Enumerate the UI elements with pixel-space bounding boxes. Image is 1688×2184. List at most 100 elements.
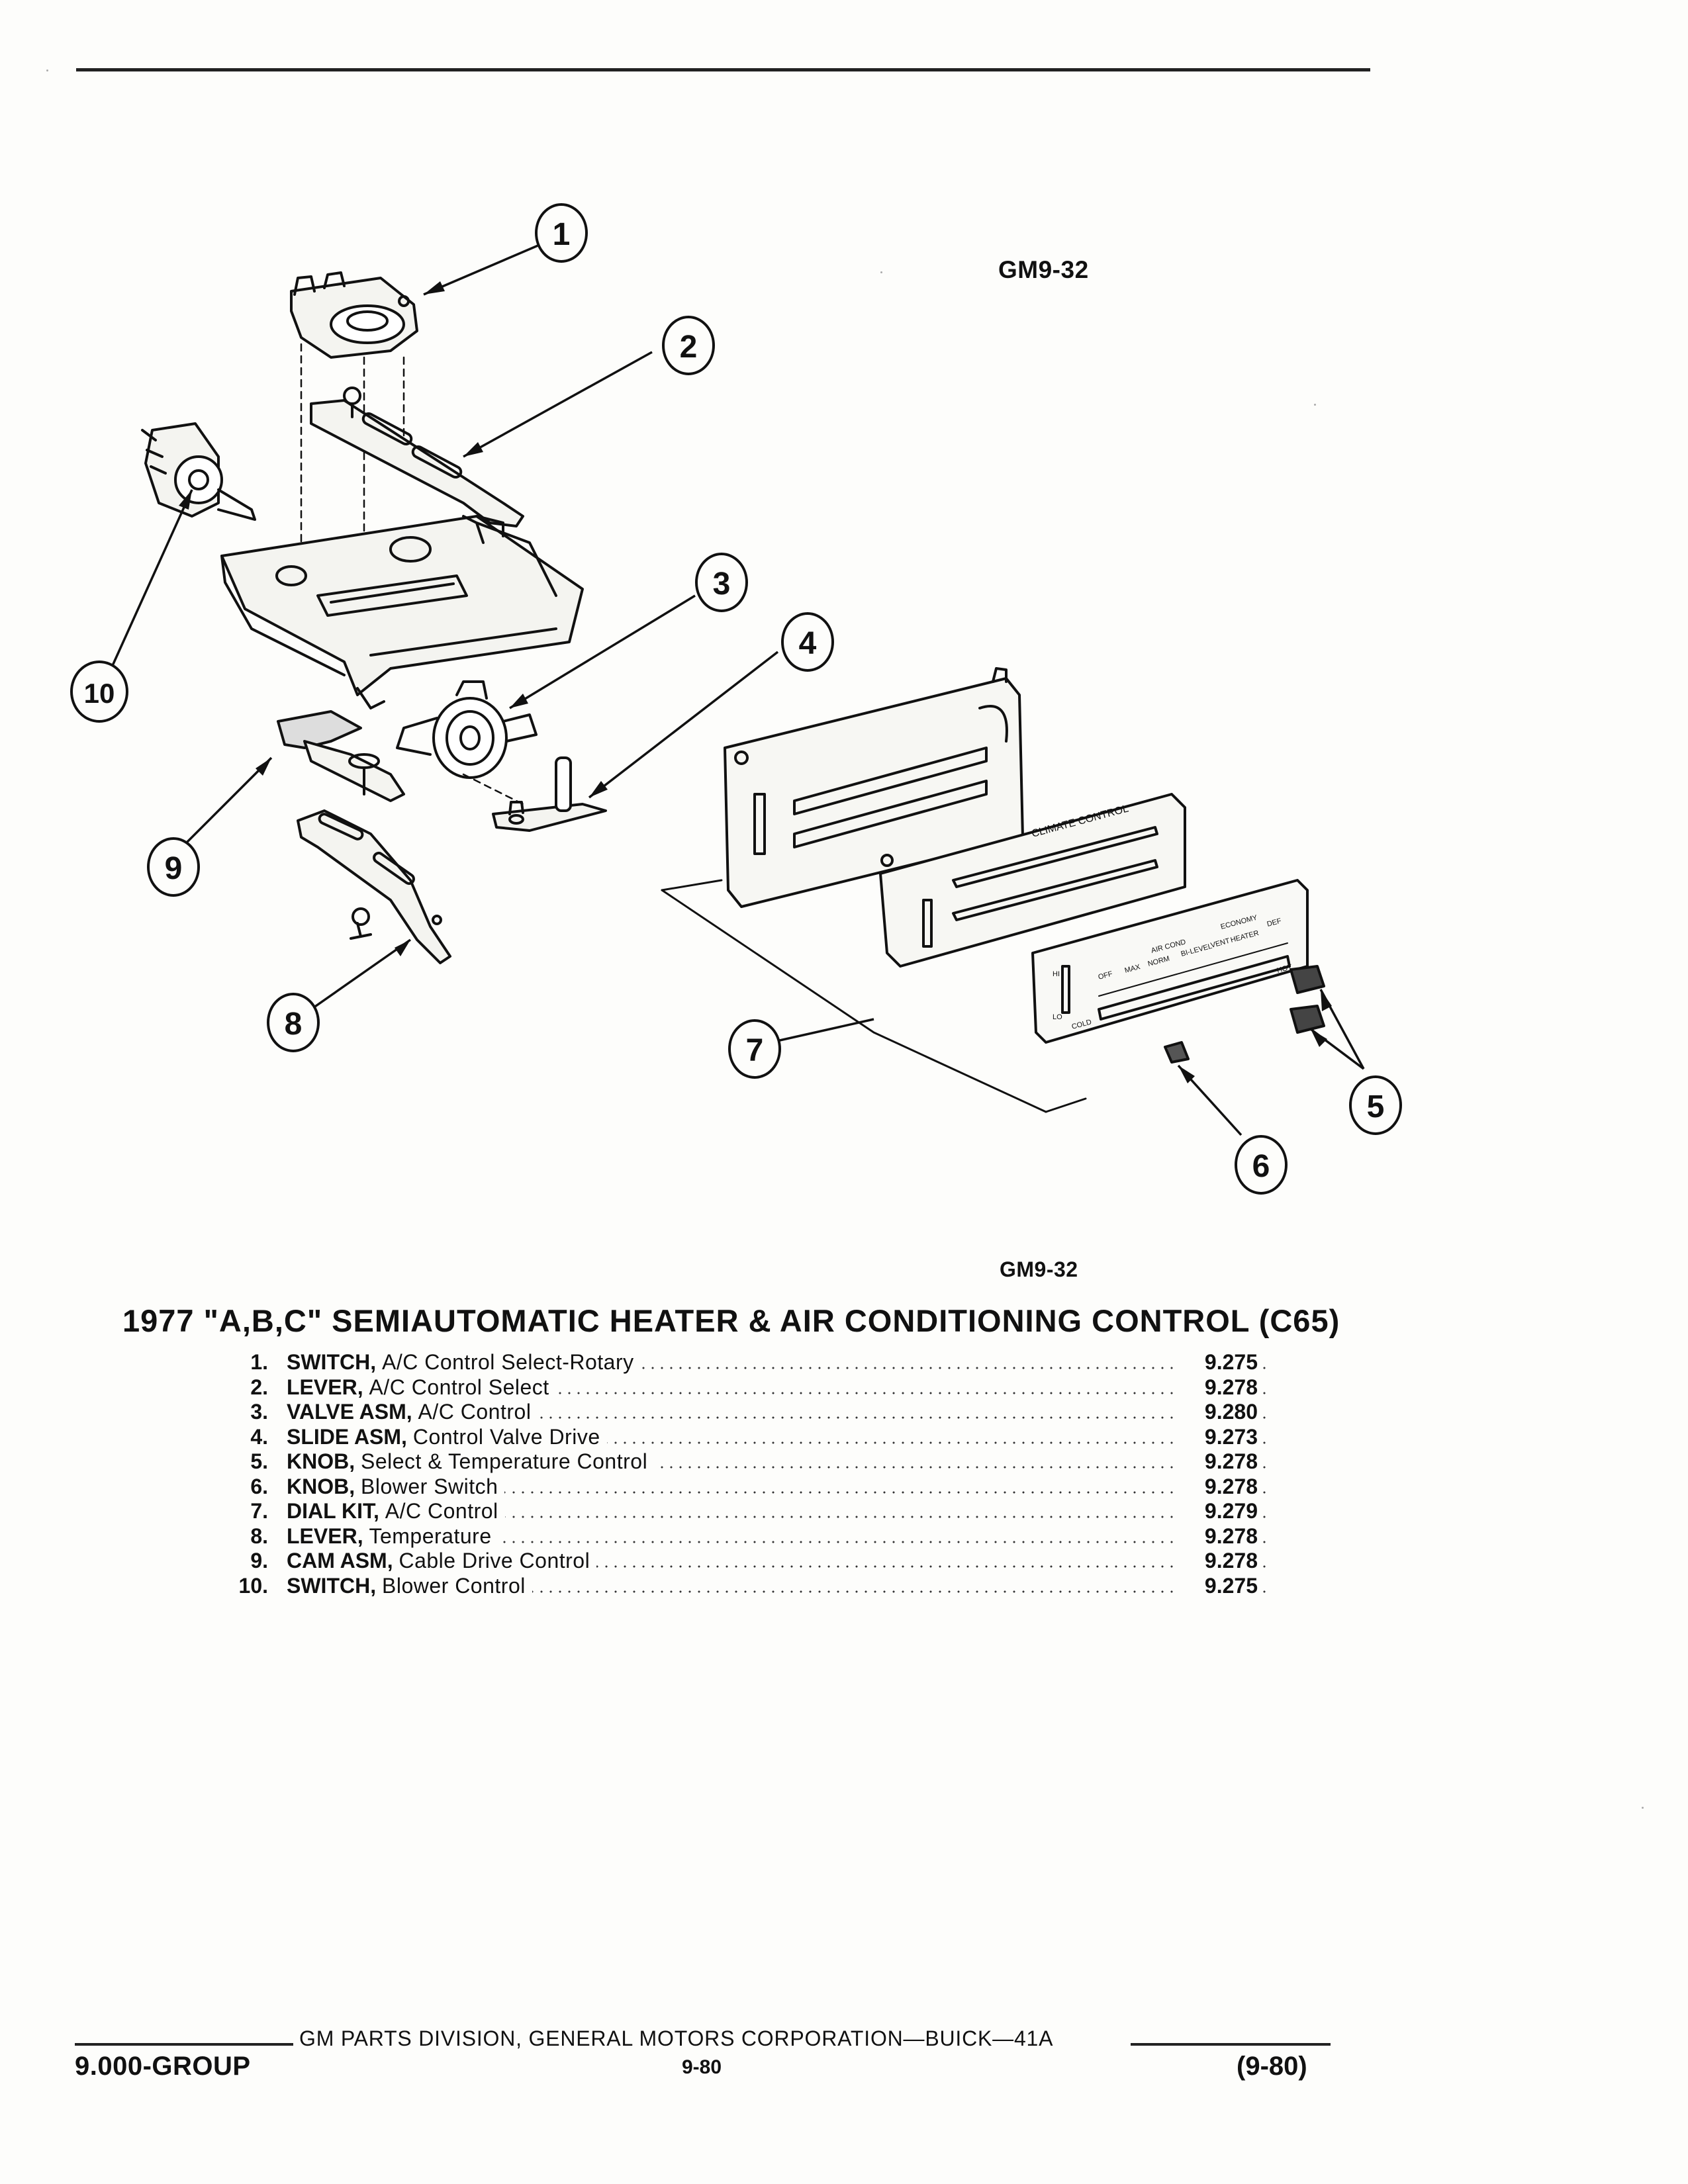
part-entry: SLIDE ASM, Control Valve Drive bbox=[287, 1424, 1266, 1449]
dot-leader bbox=[287, 1441, 1266, 1444]
part-number: 9. bbox=[250, 1549, 268, 1572]
part-name: LEVER, bbox=[287, 1375, 363, 1399]
footer-rule-left bbox=[75, 2043, 293, 2046]
part-description: A/C Control Select bbox=[369, 1375, 549, 1399]
exploded-parts-diagram: CLIMATE CONTROL OFF MAX NORM AIR COND BI… bbox=[70, 203, 1402, 1195]
part-description-group: VALVE ASM, A/C Control bbox=[287, 1400, 538, 1425]
part-number: 10. bbox=[238, 1573, 268, 1598]
footer-rule-right bbox=[1131, 2043, 1331, 2046]
svg-text:6: 6 bbox=[1252, 1149, 1270, 1184]
part-number: 2. bbox=[250, 1375, 268, 1399]
svg-text:5: 5 bbox=[1367, 1089, 1385, 1124]
part-6-blower-switch-knob bbox=[1164, 1041, 1190, 1064]
dot-leader bbox=[287, 1466, 1266, 1469]
part-reference-number: 9.278 bbox=[1178, 1474, 1258, 1499]
part-reference-number: 9.273 bbox=[1178, 1424, 1258, 1449]
part-4-control-valve-drive-slide bbox=[492, 756, 607, 832]
callout-6: 6 bbox=[1235, 1135, 1288, 1195]
part-description-group: KNOB, Blower Switch bbox=[287, 1474, 505, 1499]
callout-5: 5 bbox=[1349, 1075, 1402, 1135]
part-name: KNOB, bbox=[287, 1474, 355, 1498]
dial-hi-label: HI bbox=[1053, 970, 1060, 978]
leader-8 bbox=[310, 938, 412, 1011]
dial-hot-label: HOT bbox=[1276, 963, 1293, 975]
part-description: Cable Drive Control bbox=[399, 1549, 590, 1572]
part-description: A/C Control Select-Rotary bbox=[381, 1350, 634, 1374]
part-entry: CAM ASM, Cable Drive Control bbox=[287, 1549, 1266, 1574]
part-name: SLIDE ASM, bbox=[287, 1424, 407, 1449]
arrowhead-5b bbox=[1311, 1029, 1327, 1047]
svg-text:3: 3 bbox=[713, 567, 731, 602]
dot-leader bbox=[287, 1367, 1266, 1369]
figure-tag-top: GM9-32 bbox=[998, 256, 1089, 283]
part-9-cable-drive-cam bbox=[277, 710, 405, 802]
callout-10: 10 bbox=[70, 660, 128, 723]
part-description: A/C Control bbox=[418, 1400, 532, 1424]
scan-speck bbox=[1314, 404, 1316, 406]
footer-group-number: 9.000-GROUP bbox=[75, 2052, 251, 2081]
part-description-group: LEVER, Temperature bbox=[287, 1524, 498, 1549]
arrowhead-6 bbox=[1178, 1066, 1195, 1083]
leader-9 bbox=[184, 756, 273, 845]
svg-text:1: 1 bbox=[553, 217, 571, 252]
part-name: KNOB, bbox=[287, 1449, 355, 1473]
part-8-temperature-lever bbox=[297, 809, 451, 964]
part-entry: LEVER, A/C Control Select bbox=[287, 1375, 1266, 1400]
parts-list-row: 9. CAM ASM, Cable Drive Control 9.278 bbox=[199, 1549, 1266, 1574]
leader-10 bbox=[110, 489, 193, 669]
part-entry: SWITCH, A/C Control Select-Rotary bbox=[287, 1350, 1266, 1375]
arrowhead-8 bbox=[395, 940, 410, 956]
arrowhead-5a bbox=[1321, 989, 1332, 1011]
dot-leader bbox=[287, 1490, 1266, 1494]
part-description-group: SLIDE ASM, Control Valve Drive bbox=[287, 1424, 607, 1449]
part-1-select-rotary-switch bbox=[290, 271, 418, 359]
part-name: VALVE ASM, bbox=[287, 1400, 412, 1424]
part-3-control-valve bbox=[396, 680, 538, 779]
part-description-group: SWITCH, Blower Control bbox=[287, 1573, 532, 1598]
callout-4: 4 bbox=[781, 612, 834, 672]
part-reference-number: 9.279 bbox=[1178, 1499, 1258, 1524]
part-entry: VALVE ASM, A/C Control bbox=[287, 1400, 1266, 1425]
part-2-control-select-lever bbox=[310, 387, 524, 527]
part-reference-number: 9.280 bbox=[1178, 1400, 1258, 1425]
figure-tag-bottom: GM9-32 bbox=[1000, 1257, 1078, 1281]
callout-8: 8 bbox=[267, 993, 320, 1052]
part-name: CAM ASM, bbox=[287, 1549, 393, 1572]
part-description-group: CAM ASM, Cable Drive Control bbox=[287, 1549, 597, 1574]
svg-text:4: 4 bbox=[799, 626, 817, 661]
part-name: SWITCH, bbox=[287, 1573, 377, 1598]
svg-text:7: 7 bbox=[746, 1033, 764, 1068]
part-reference-number: 9.278 bbox=[1178, 1375, 1258, 1400]
part-entry: LEVER, Temperature bbox=[287, 1524, 1266, 1549]
footer-revision-date: (9-80) bbox=[1237, 2052, 1307, 2081]
callout-3: 3 bbox=[695, 553, 748, 612]
leader-3 bbox=[509, 594, 696, 709]
dial-def-label: DEF bbox=[1266, 917, 1283, 929]
leader-1 bbox=[423, 244, 540, 296]
part-5-select-temperature-knobs bbox=[1289, 965, 1325, 1034]
part-10-blower-control-switch bbox=[141, 422, 256, 521]
arrowhead-3 bbox=[510, 694, 528, 708]
part-name: LEVER, bbox=[287, 1524, 363, 1548]
top-rule bbox=[76, 68, 1370, 71]
part-entry: SWITCH, Blower Control bbox=[287, 1573, 1266, 1598]
part-reference-number: 9.278 bbox=[1178, 1549, 1258, 1574]
scan-speck bbox=[880, 271, 882, 273]
dial-off-label: OFF bbox=[1098, 970, 1114, 981]
arrowhead-4 bbox=[589, 781, 608, 797]
part-reference-number: 9.275 bbox=[1178, 1350, 1258, 1375]
callout-9: 9 bbox=[147, 837, 200, 897]
callout-2: 2 bbox=[662, 316, 715, 375]
dot-leader bbox=[287, 1416, 1266, 1419]
arrowhead-1 bbox=[424, 281, 445, 295]
part-description: Control Valve Drive bbox=[412, 1424, 600, 1449]
arrowhead-2 bbox=[463, 442, 483, 457]
footer-page-number: 9-80 bbox=[682, 2056, 722, 2078]
part-description: A/C Control bbox=[385, 1499, 498, 1523]
